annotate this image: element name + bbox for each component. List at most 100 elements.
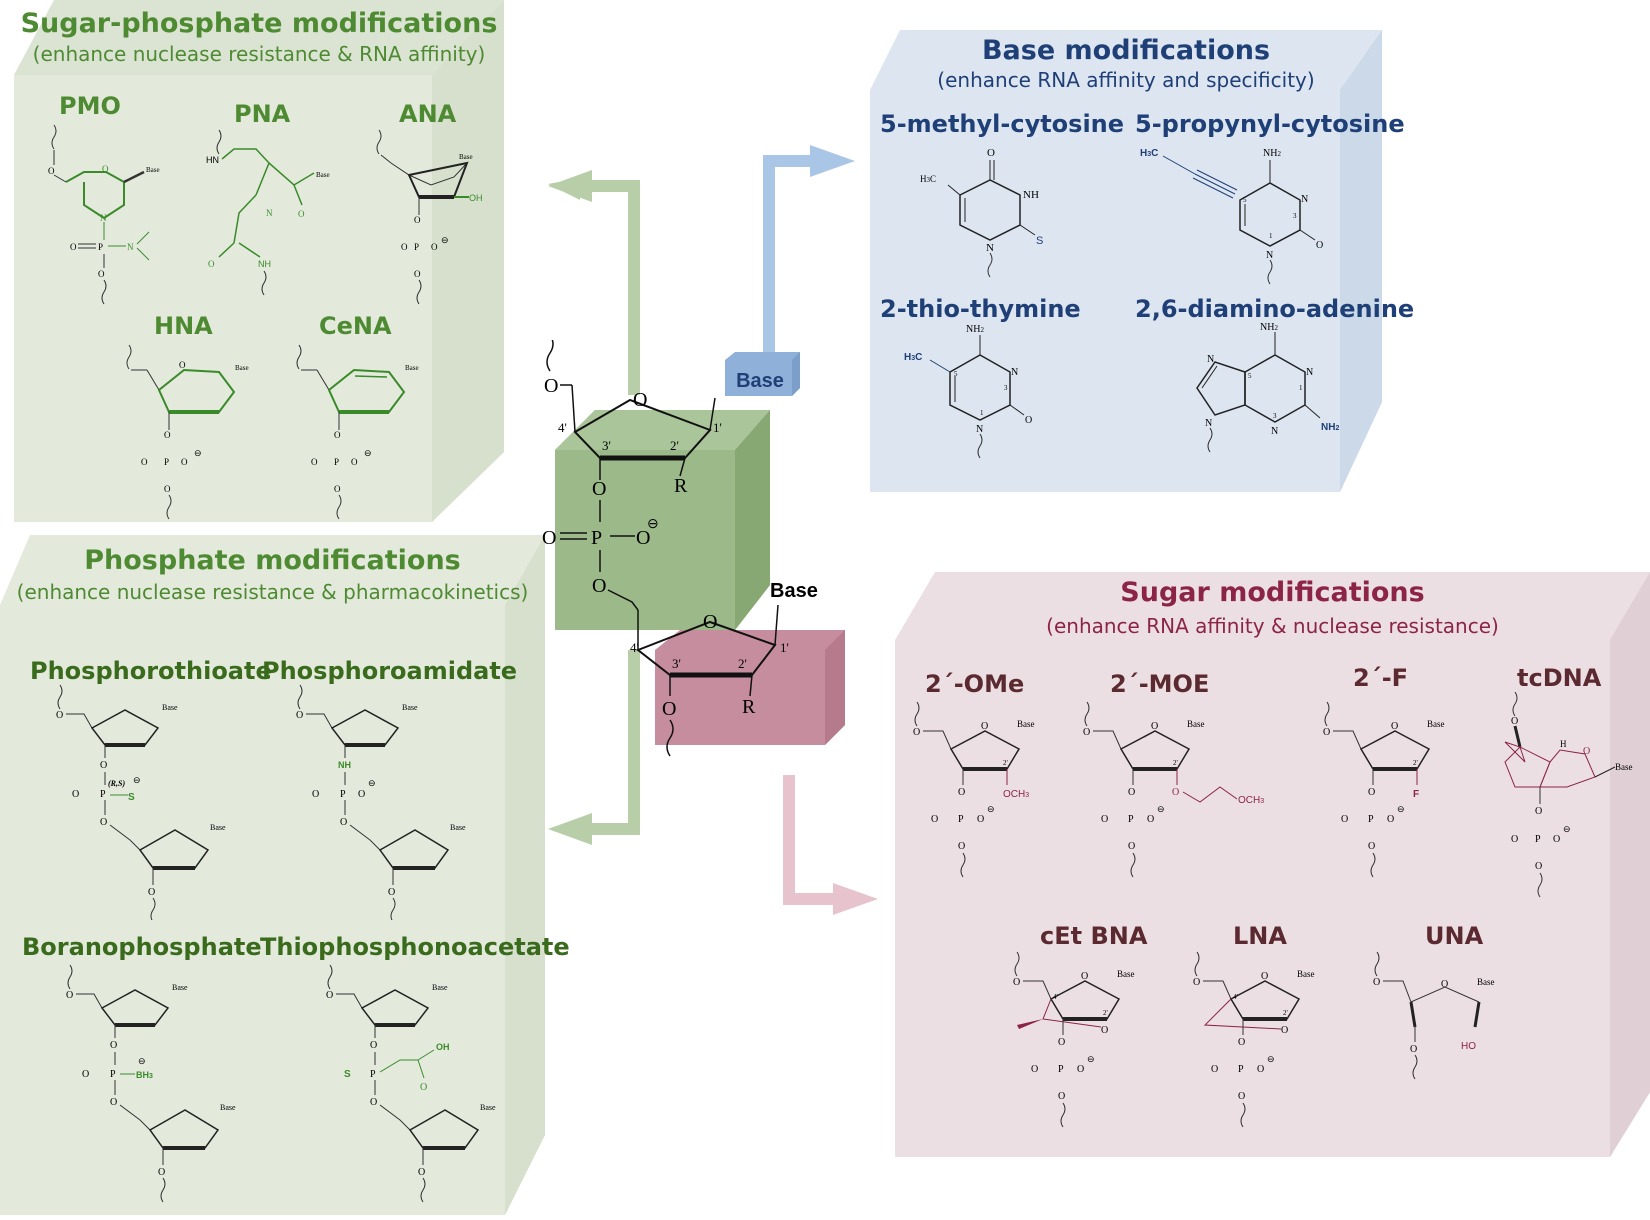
svg-text:4': 4' bbox=[1233, 993, 1238, 1001]
mol-name-phosphorothioate: Phosphorothioate bbox=[30, 657, 272, 685]
svg-text:O: O bbox=[1553, 834, 1560, 845]
svg-text:N: N bbox=[1271, 426, 1278, 437]
svg-text:O: O bbox=[179, 360, 186, 370]
pos-1b-label: 1' bbox=[780, 640, 789, 655]
svg-text:P: P bbox=[1368, 814, 1374, 825]
svg-text:Base: Base bbox=[480, 1103, 496, 1112]
svg-text:O: O bbox=[70, 242, 77, 252]
mol-name-thiophosphonoacetate: Thiophosphonoacetate bbox=[260, 933, 570, 961]
svg-text:NH2: NH2 bbox=[1260, 322, 1278, 333]
arrow-shaft-down bbox=[628, 650, 640, 835]
svg-text:Base: Base bbox=[459, 153, 473, 161]
svg-text:O: O bbox=[1083, 727, 1090, 738]
svg-text:O: O bbox=[148, 887, 155, 898]
svg-text:P: P bbox=[958, 814, 964, 825]
svg-text:OCH3: OCH3 bbox=[1238, 795, 1264, 806]
svg-text:P: P bbox=[340, 789, 346, 800]
mol-name-5-propynyl-cytosine: 5-propynyl-cytosine bbox=[1135, 110, 1405, 138]
svg-text:O: O bbox=[1535, 861, 1542, 872]
minus-sign: ⊖ bbox=[647, 517, 659, 532]
mol-name-2-ome: 2´-OMe bbox=[925, 670, 1025, 698]
svg-text:O: O bbox=[401, 242, 408, 252]
svg-text:O: O bbox=[56, 710, 63, 721]
svg-text:3: 3 bbox=[1293, 212, 1297, 220]
svg-text:O: O bbox=[100, 760, 107, 771]
svg-text:O: O bbox=[1031, 1064, 1038, 1075]
svg-text:5: 5 bbox=[954, 370, 958, 378]
arrow-bar-up-left bbox=[592, 180, 640, 192]
svg-text:Base: Base bbox=[1427, 719, 1445, 729]
svg-text:N: N bbox=[100, 213, 107, 223]
svg-text:Base: Base bbox=[146, 166, 160, 174]
svg-text:Base: Base bbox=[235, 364, 249, 372]
svg-text:HN: HN bbox=[206, 155, 219, 165]
svg-text:O: O bbox=[164, 430, 171, 440]
arrow-head-pink bbox=[833, 883, 878, 915]
svg-text:⊖: ⊖ bbox=[1563, 824, 1571, 834]
pos-3-label: 3' bbox=[602, 438, 611, 453]
svg-text:O: O bbox=[1238, 1037, 1245, 1048]
svg-text:O: O bbox=[164, 484, 171, 494]
svg-text:O: O bbox=[1128, 787, 1135, 798]
svg-text:O: O bbox=[1316, 240, 1323, 251]
svg-text:O: O bbox=[48, 166, 55, 176]
arrow-shaft-pink bbox=[783, 775, 795, 905]
sugar-phosphate-panel: Sugar-phosphate modifications (enhance n… bbox=[14, 0, 504, 522]
panel-subtitle: (enhance RNA affinity and specificity) bbox=[937, 68, 1315, 92]
svg-text:⊖: ⊖ bbox=[138, 1056, 146, 1066]
svg-text:OCH3: OCH3 bbox=[1003, 789, 1029, 800]
svg-text:NH: NH bbox=[258, 259, 271, 269]
svg-text:O: O bbox=[1058, 1091, 1065, 1102]
svg-text:O: O bbox=[1101, 814, 1108, 825]
arrow-shaft-blue bbox=[763, 155, 775, 365]
svg-text:O: O bbox=[1261, 971, 1268, 982]
svg-text:O: O bbox=[312, 789, 319, 800]
phosphorothioate-structure: O Base O P (R,S) ⊖ S O O Base O bbox=[56, 684, 226, 920]
svg-text:Base: Base bbox=[210, 823, 226, 832]
svg-text:N: N bbox=[1011, 367, 1018, 378]
p-label: P bbox=[591, 527, 602, 549]
svg-text:O: O bbox=[1441, 979, 1448, 990]
pink-cube bbox=[655, 630, 845, 745]
svg-text:⊖: ⊖ bbox=[133, 775, 141, 785]
svg-text:O: O bbox=[1081, 971, 1088, 982]
svg-text:Base: Base bbox=[1117, 969, 1135, 979]
svg-text:O: O bbox=[1025, 415, 1032, 426]
svg-text:P: P bbox=[110, 1069, 116, 1080]
svg-text:P: P bbox=[1535, 834, 1541, 845]
svg-text:P: P bbox=[370, 1069, 376, 1080]
panel-box bbox=[0, 535, 545, 1215]
svg-text:Base: Base bbox=[1187, 719, 1205, 729]
svg-text:O: O bbox=[1128, 841, 1135, 852]
svg-text:O: O bbox=[66, 990, 73, 1001]
svg-text:2': 2' bbox=[1003, 759, 1008, 767]
svg-text:N: N bbox=[127, 242, 134, 252]
svg-text:P: P bbox=[1128, 814, 1134, 825]
mol-name-phosphoroamidate: Phosphoroamidate bbox=[262, 657, 518, 685]
svg-text:⊖: ⊖ bbox=[1157, 804, 1165, 814]
svg-text:⊖: ⊖ bbox=[441, 235, 449, 245]
svg-text:O: O bbox=[296, 710, 303, 721]
mol-name-cet-bna: cEt BNA bbox=[1040, 922, 1148, 950]
svg-text:NH2: NH2 bbox=[966, 324, 984, 335]
svg-text:O: O bbox=[370, 1040, 377, 1051]
o3b-label: O bbox=[662, 698, 676, 720]
svg-text:O: O bbox=[414, 269, 421, 279]
mol-name-cena: CeNA bbox=[319, 312, 392, 340]
panel-subtitle: (enhance nuclease resistance & pharmacok… bbox=[16, 580, 529, 604]
svg-text:H: H bbox=[1560, 739, 1567, 749]
o5-label: O bbox=[544, 375, 558, 397]
svg-text:O: O bbox=[1323, 727, 1330, 738]
panel-title: Sugar-phosphate modifications bbox=[20, 8, 498, 39]
svg-text:O: O bbox=[208, 259, 215, 269]
svg-text:P: P bbox=[98, 242, 103, 252]
svg-text:O: O bbox=[1257, 1064, 1264, 1075]
svg-text:(R,S): (R,S) bbox=[108, 779, 125, 788]
svg-text:2': 2' bbox=[1173, 759, 1178, 767]
o5b-label: O bbox=[592, 575, 606, 597]
svg-text:⊖: ⊖ bbox=[194, 448, 202, 458]
